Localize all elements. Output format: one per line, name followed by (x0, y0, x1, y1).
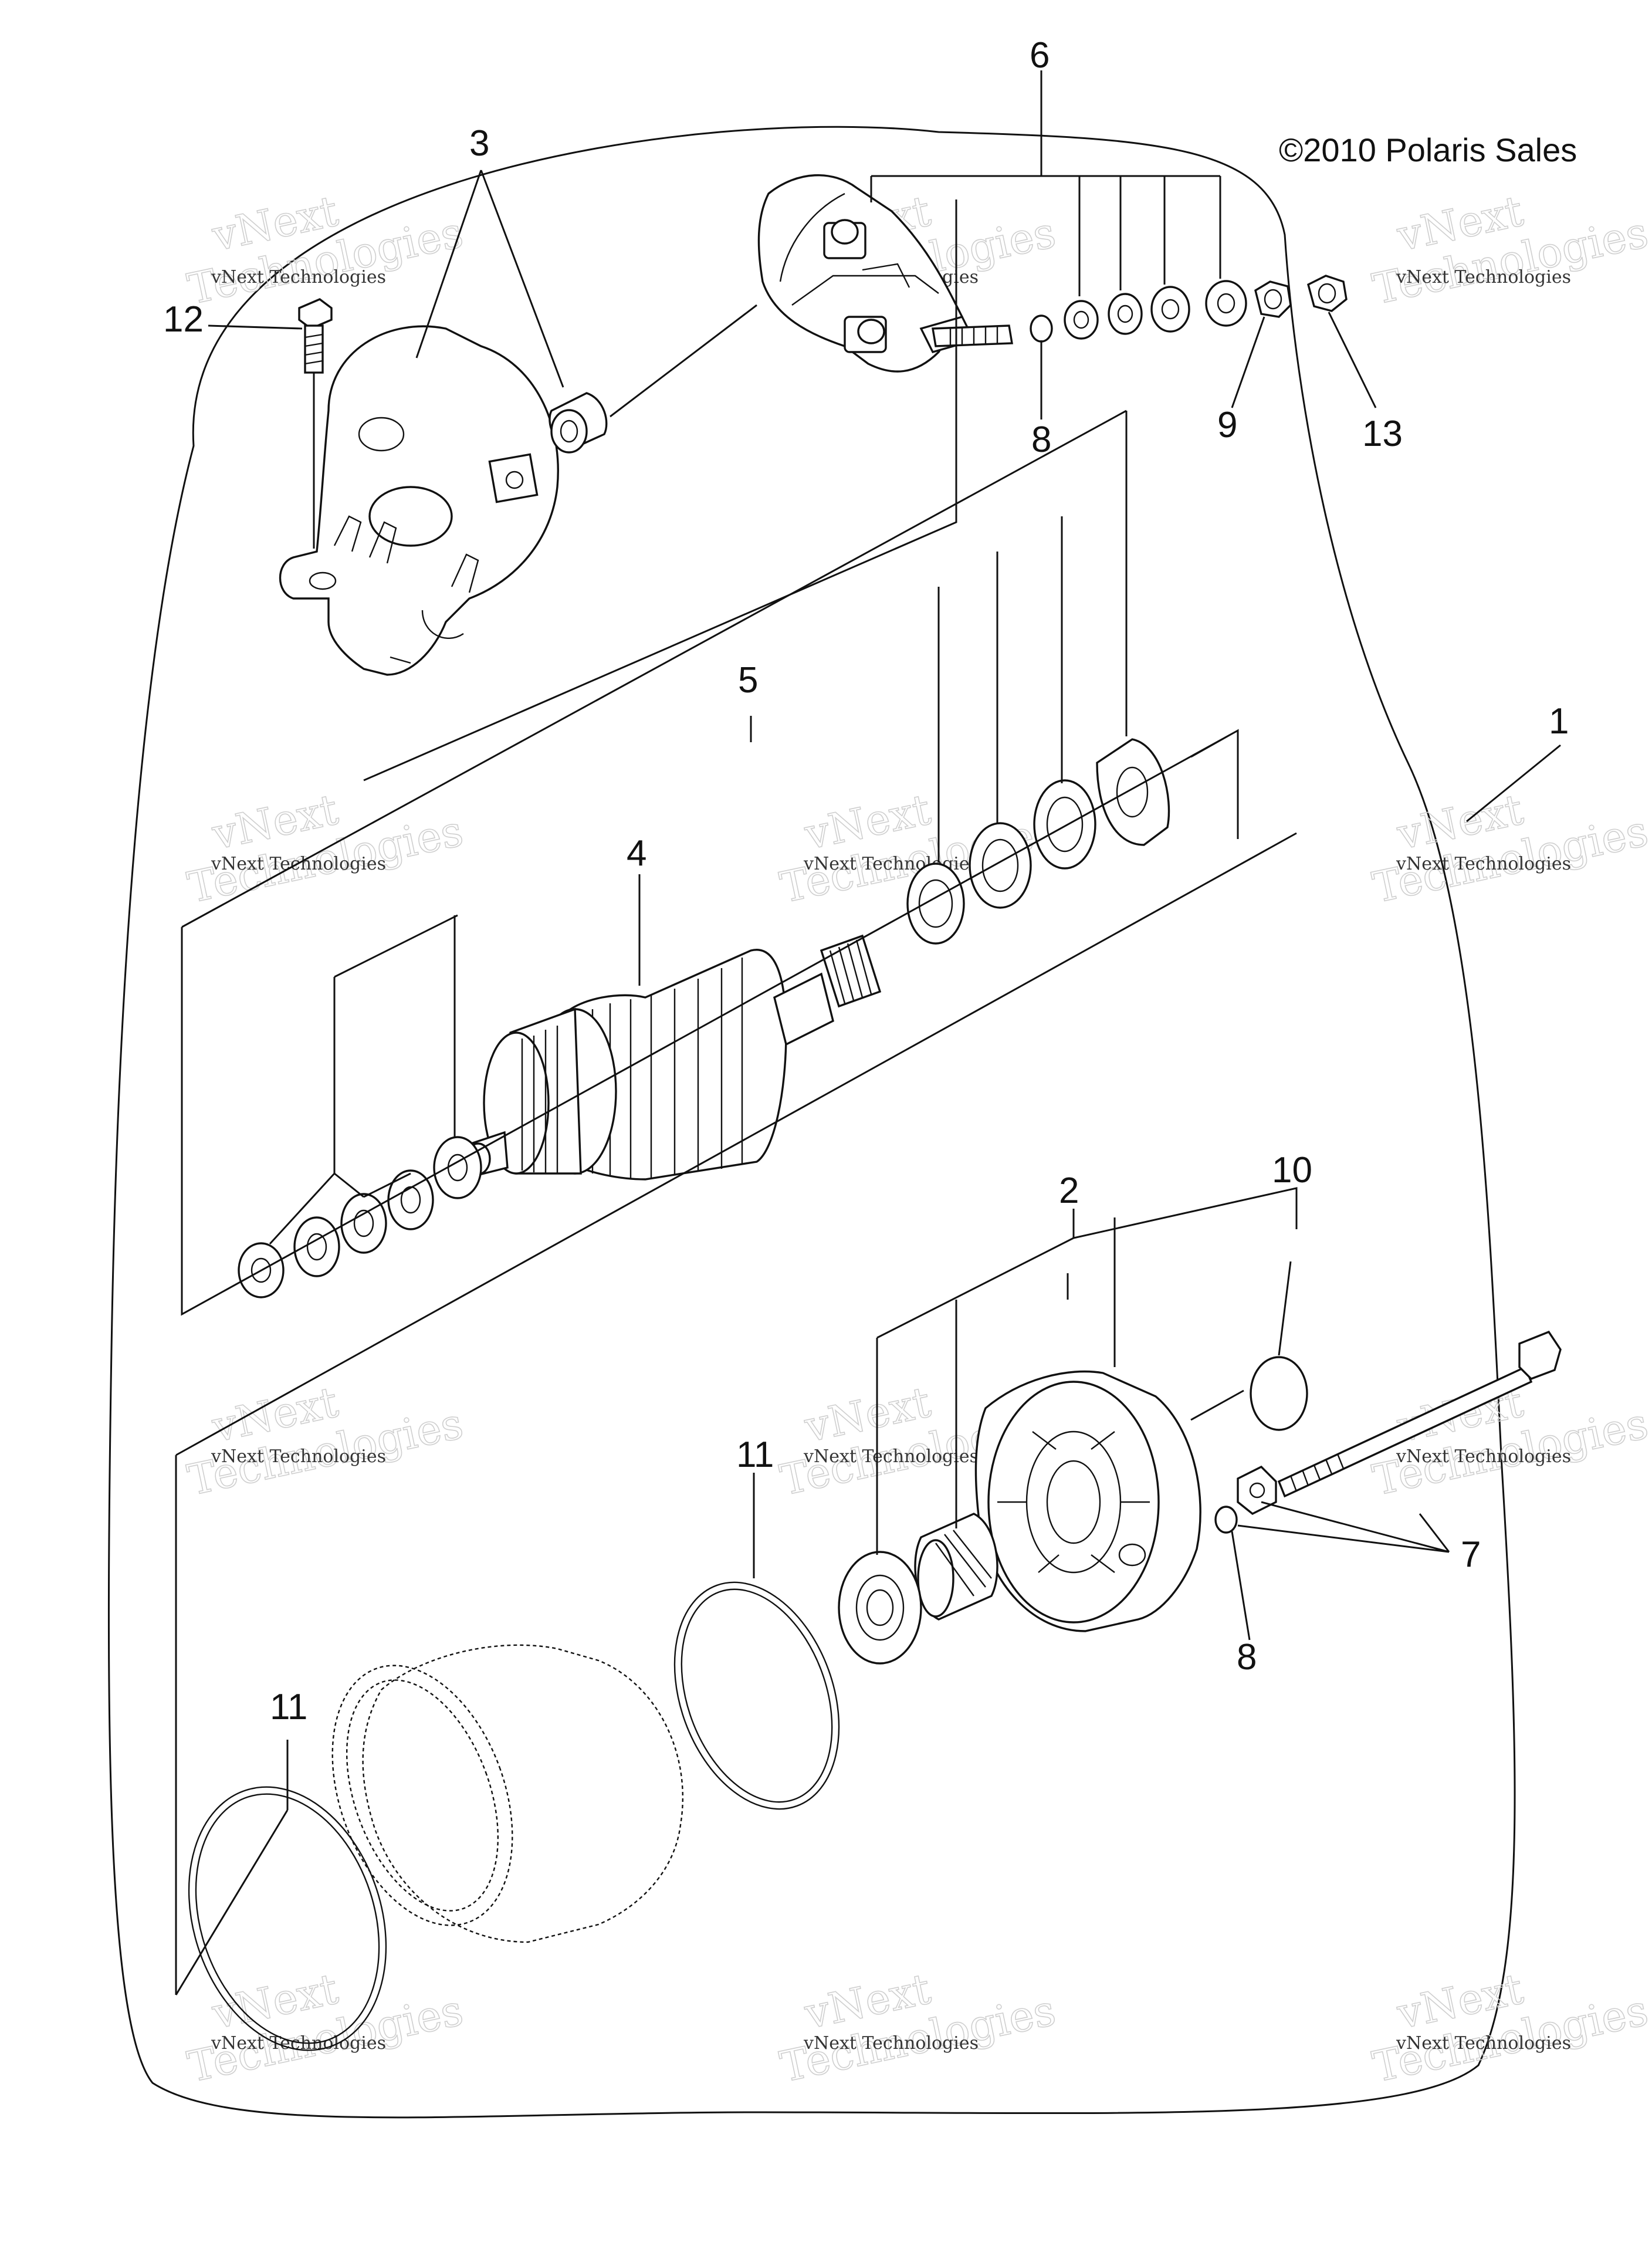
copyright-text: ©2010 Polaris Sales (1279, 131, 1577, 168)
svg-text:vNext Technologies: vNext Technologies (803, 1446, 979, 1467)
yoke-housing-part (331, 1644, 683, 1943)
svg-text:vNext Technologies: vNext Technologies (1396, 854, 1571, 874)
svg-text:vNext Technologies: vNext Technologies (211, 2033, 386, 2054)
front-cover-assembly (279, 325, 559, 676)
armature-washers-left (238, 1136, 482, 1298)
callout-10: 10 (1272, 1150, 1312, 1190)
svg-text:vNext Technologies: vNext Technologies (803, 2033, 979, 2054)
bushing-part (549, 392, 608, 454)
callout-3: 3 (469, 123, 489, 164)
callout-6: 6 (1030, 35, 1050, 76)
callout-1: 1 (1549, 701, 1569, 742)
callout-2: 2 (1059, 1171, 1079, 1211)
through-bolt-part (1214, 1330, 1562, 1534)
bolt-part-12 (298, 298, 333, 374)
assembly-outline (107, 126, 1516, 2119)
callout-8-bottom: 8 (1237, 1637, 1257, 1677)
callout-8-top: 8 (1031, 420, 1051, 460)
svg-text:vNext Technologies: vNext Technologies (211, 1446, 386, 1467)
callout-labels: 1 2 3 4 5 6 7 8 8 9 10 11 11 12 13 (163, 35, 1569, 1727)
terminal-hardware-row (1030, 275, 1348, 343)
rear-cover-part (974, 1370, 1201, 1632)
callout-11-mid: 11 (736, 1435, 774, 1475)
brush-holder-assembly (757, 174, 1013, 373)
callout-13: 13 (1362, 414, 1403, 454)
armature-washers-right (906, 738, 1170, 945)
o-ring-part-mid (673, 1581, 840, 1810)
svg-text:vNext Technologies: vNext Technologies (1396, 1446, 1571, 1467)
seal-part (838, 1551, 922, 1665)
needle-bearing-part (914, 1513, 998, 1621)
callout-11-low: 11 (270, 1687, 307, 1727)
svg-text:vNext Technologies: vNext Technologies (211, 267, 386, 288)
callout-12: 12 (163, 299, 204, 340)
svg-text:vNext Technologies: vNext Technologies (1396, 267, 1571, 288)
callout-9: 9 (1217, 405, 1237, 445)
callout-5: 5 (738, 660, 758, 701)
svg-text:vNext Technologies: vNext Technologies (1396, 2033, 1571, 2054)
callout-7: 7 (1461, 1534, 1481, 1575)
callout-4: 4 (627, 833, 646, 874)
leader-lines (175, 70, 1561, 1995)
armature-part (465, 934, 882, 1181)
cap-part-10 (1250, 1356, 1308, 1431)
